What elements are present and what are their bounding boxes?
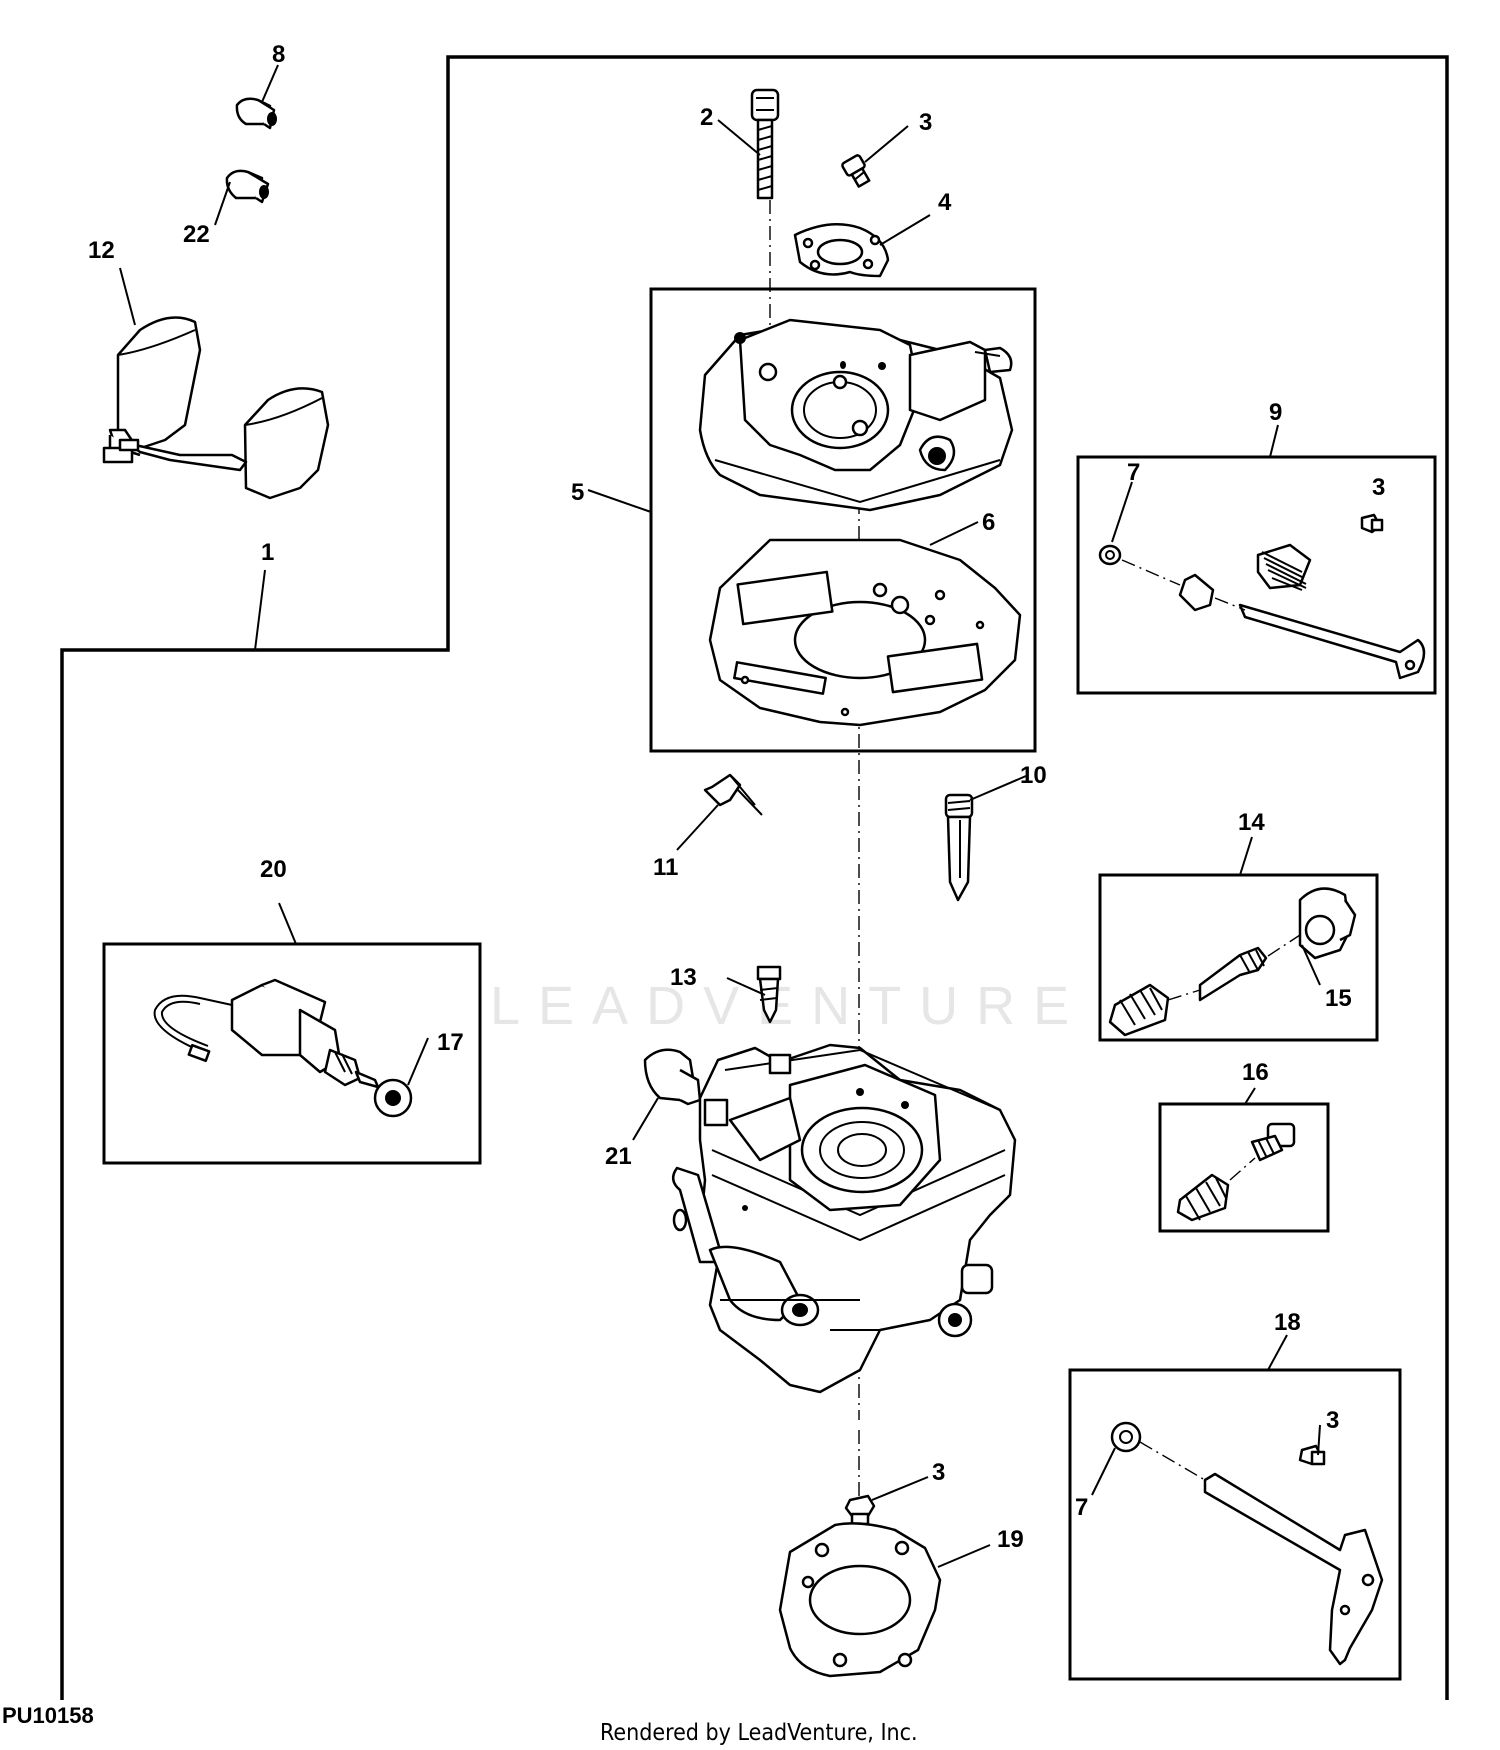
kit-box-18 [1068, 1368, 1402, 1681]
kit-contents-9 [1098, 513, 1426, 680]
screw-part-3-bottom [844, 1494, 876, 1526]
callout-11: 11 [653, 854, 678, 881]
callout-7-b: 7 [1075, 1494, 1088, 1521]
kit-contents-16 [1176, 1122, 1296, 1222]
callout-8: 8 [272, 41, 285, 68]
callout-1: 1 [261, 539, 274, 566]
callout-9: 9 [1269, 399, 1282, 426]
screw-part-3-top [841, 154, 871, 188]
needle-part-10 [944, 793, 974, 902]
callout-21: 22 [183, 221, 210, 248]
callout-19: 19 [997, 1526, 1024, 1553]
callout-3-d: 3 [932, 1459, 945, 1486]
figure-id: PU10158 [2, 1703, 94, 1728]
clip-part-11 [703, 773, 763, 816]
callout-3-c: 3 [1326, 1407, 1339, 1434]
gasket-part-6 [708, 538, 1022, 727]
callout-13: 13 [670, 964, 697, 991]
callout-7-a: 7 [1127, 459, 1140, 486]
callout-18: 18 [1274, 1309, 1301, 1336]
callout-labels: 8 22 12 1 2 3 4 5 6 9 7 3 10 11 14 15 16… [88, 41, 1385, 1553]
gasket-part-4 [793, 223, 890, 278]
screw-part-2 [750, 88, 780, 200]
kit-contents-14 [1108, 887, 1357, 1037]
plug-part-21 [225, 169, 270, 204]
carburetor-body [671, 1043, 1017, 1394]
callout-17: 17 [437, 1029, 464, 1056]
kit-box-9 [1076, 455, 1437, 695]
carb-cover-part-5 [698, 318, 1014, 512]
plug-part-20 [643, 1048, 702, 1106]
kit-contents-18 [1110, 1421, 1384, 1666]
leader-lines [119, 64, 1321, 1568]
plug-part-8 [235, 97, 277, 130]
float-part-12 [102, 316, 330, 500]
kit-box-16 [1158, 1102, 1330, 1233]
callout-10: 10 [1020, 762, 1047, 789]
needle-part-13 [756, 965, 782, 1024]
callout-16: 16 [1242, 1059, 1269, 1086]
kit-box-5 [649, 287, 1037, 753]
kit-box-22 [102, 942, 482, 1165]
callout-5: 5 [571, 479, 584, 506]
callout-12: 12 [88, 237, 115, 264]
callout-20: 21 [605, 1143, 632, 1170]
kit-box-14 [1098, 873, 1379, 1042]
callout-4: 4 [938, 189, 952, 216]
watermark: LEADVENTURE [490, 976, 1088, 1036]
callout-22: 20 [260, 856, 287, 883]
footer-credit: Rendered by LeadVenture, Inc. [600, 1720, 918, 1746]
callout-2: 2 [700, 104, 713, 131]
callout-15: 15 [1325, 985, 1352, 1012]
callout-14: 14 [1238, 809, 1265, 836]
solenoid-part-22 [153, 978, 413, 1118]
assembly-frame [60, 55, 1449, 1700]
callout-3-a: 3 [919, 109, 932, 136]
callout-3-b: 3 [1372, 474, 1385, 501]
gasket-part-19 [778, 1522, 942, 1678]
callout-6: 6 [982, 509, 995, 536]
parts-diagram: 8 22 12 1 2 3 4 5 6 9 7 3 10 11 14 15 16… [60, 41, 1449, 1700]
